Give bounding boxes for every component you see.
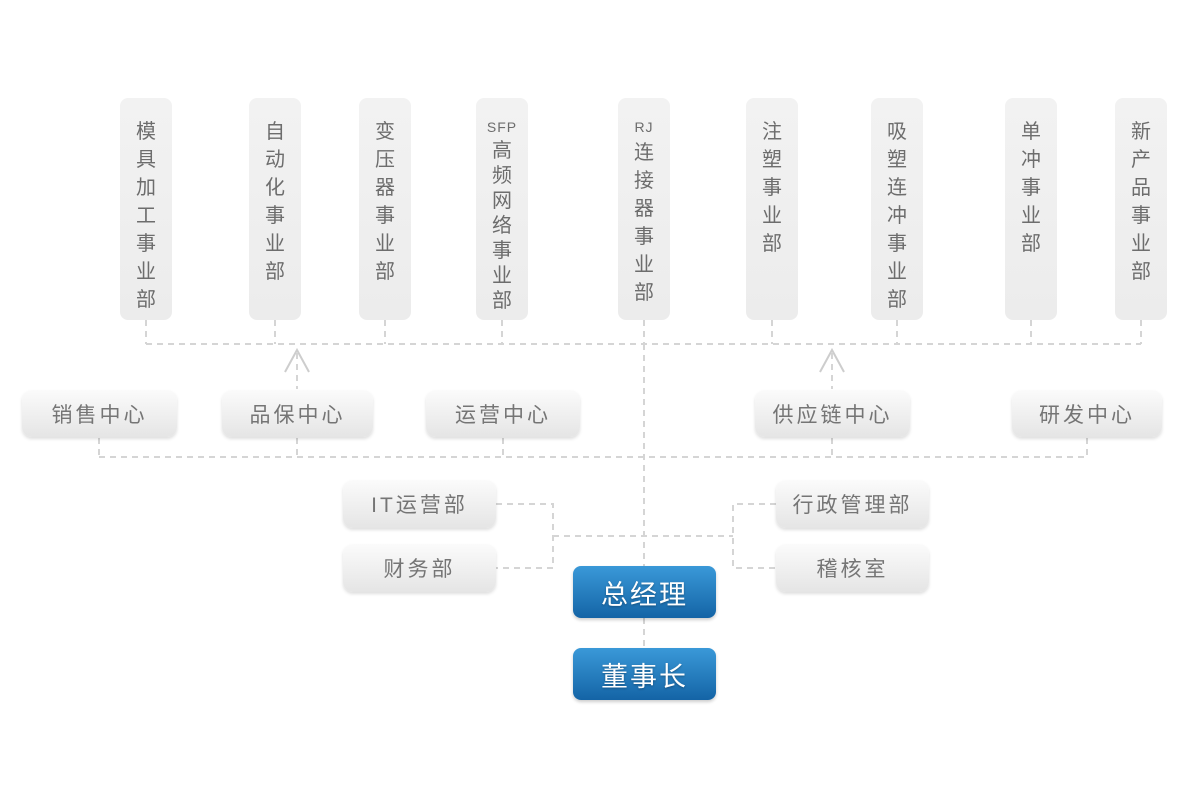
- unit-label: 吸塑连冲事业部: [887, 121, 907, 311]
- up-arrow-quality-icon: [284, 347, 310, 373]
- center-label: 运营中心: [455, 403, 551, 427]
- center-label: 销售中心: [51, 403, 148, 427]
- bracket-left: [496, 503, 554, 569]
- unit-latin-label: SFP: [486, 119, 518, 135]
- center-rnd: 研发中心: [1012, 390, 1162, 437]
- center-label: 研发中心: [1039, 403, 1135, 427]
- dept-label: 财务部: [383, 558, 456, 581]
- unit-label: 高频网络事业部: [492, 140, 512, 312]
- exec-chairman: 董事长: [573, 648, 716, 700]
- dept-label: 稽核室: [816, 558, 889, 581]
- center-operations: 运营中心: [426, 390, 580, 437]
- unit-sfp-network: SFP 高频网络事业部: [476, 98, 528, 320]
- dept-audit-office: 稽核室: [776, 544, 929, 592]
- dept-label: 行政管理部: [792, 494, 913, 517]
- unit-label: 变压器事业部: [375, 121, 395, 283]
- unit-automation: 自动化事业部: [249, 98, 301, 320]
- unit-latin-label: RJ: [634, 119, 654, 135]
- center-label: 供应链中心: [772, 403, 893, 427]
- unit-label: 连接器事业部: [634, 142, 654, 304]
- unit-single-punch: 单冲事业部: [1005, 98, 1057, 320]
- unit-label: 自动化事业部: [265, 121, 285, 283]
- bracket-right: [732, 503, 776, 569]
- exec-label: 董事长: [601, 661, 688, 692]
- unit-rj-connector: RJ 连接器事业部: [618, 98, 670, 320]
- unit-label: 模具加工事业部: [136, 121, 156, 311]
- dept-administration: 行政管理部: [776, 480, 929, 528]
- unit-transformer: 变压器事业部: [359, 98, 411, 320]
- dept-label: IT运营部: [371, 494, 468, 517]
- unit-injection-molding: 注塑事业部: [746, 98, 798, 320]
- unit-label: 新产品事业部: [1131, 121, 1151, 283]
- exec-general-manager: 总经理: [573, 566, 716, 618]
- center-sales: 销售中心: [22, 390, 177, 437]
- unit-blister-stamping: 吸塑连冲事业部: [871, 98, 923, 320]
- unit-new-products: 新产品事业部: [1115, 98, 1167, 320]
- center-quality: 品保中心: [222, 390, 373, 437]
- up-arrow-supply-chain-icon: [819, 347, 845, 373]
- unit-label: 注塑事业部: [762, 121, 782, 255]
- unit-mould-processing: 模具加工事业部: [120, 98, 172, 320]
- dept-finance: 财务部: [343, 544, 496, 592]
- center-label: 品保中心: [249, 403, 346, 427]
- exec-label: 总经理: [601, 579, 688, 610]
- unit-label: 单冲事业部: [1021, 121, 1041, 255]
- center-supply-chain: 供应链中心: [755, 390, 910, 437]
- dept-it-operations: IT运营部: [343, 480, 496, 528]
